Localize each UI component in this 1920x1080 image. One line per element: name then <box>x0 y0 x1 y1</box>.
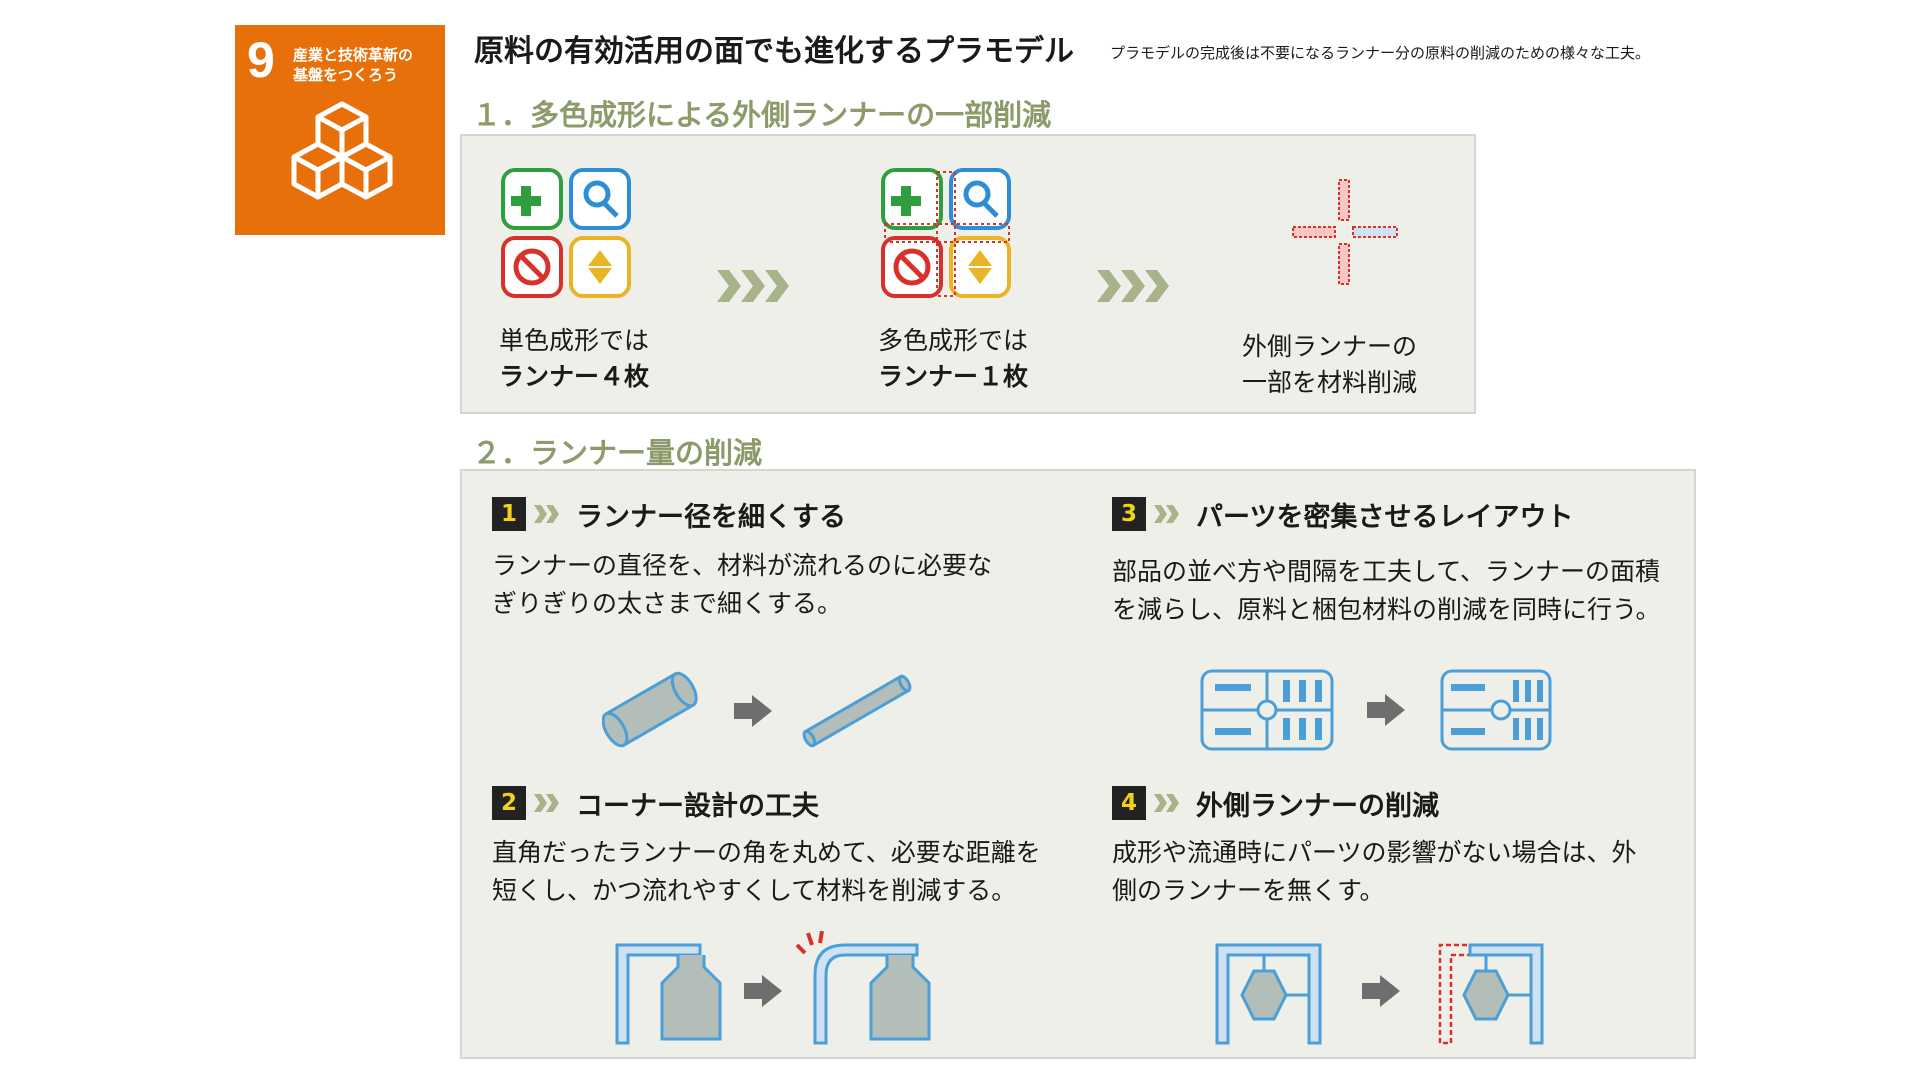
chevron-right-icon <box>534 505 559 523</box>
item2-header: 2 コーナー設計の工夫 <box>492 783 819 823</box>
item4-header: 4 外側ランナーの削減 <box>1112 783 1439 823</box>
thinner-runner-illustration <box>602 671 912 748</box>
item2-title: コーナー設計の工夫 <box>576 790 819 822</box>
section2-panel: 1 ランナー径を細くする ランナーの直径を、材料が流れるのに必要な ぎりぎりの太… <box>460 469 1696 1059</box>
rounded-corner-illustration <box>615 931 931 1045</box>
item2-desc: 直角だったランナーの角を丸めて、必要な距離を 短くし、かつ流れやすくして材料を削… <box>492 838 1041 905</box>
step2-caption: 多色成形では ランナー１枚 <box>878 323 1028 395</box>
dense-layout-illustration <box>1200 669 1552 751</box>
page-subtitle: プラモデルの完成後は不要になるランナー分の原料の削減のための様々な工夫。 <box>1110 44 1651 62</box>
section1-panel: 単色成形では ランナー４枚 多色成形では ランナー１枚 外側ランナーの 一部を材… <box>460 134 1476 414</box>
sdg-goal-9-badge: 9 産業と技術革新の 基盤をつくろう <box>235 25 445 235</box>
arrow-chevrons-icon <box>1097 270 1169 302</box>
step2-line1: 多色成形では <box>878 326 1029 355</box>
item2-number: 2 <box>492 786 526 820</box>
item4-title: 外側ランナーの削減 <box>1196 790 1439 822</box>
item4-desc: 成形や流通時にパーツの影響がない場合は、外 側のランナーを無くす。 <box>1112 838 1637 905</box>
chevron-right-icon <box>1154 505 1179 523</box>
item3-number: 3 <box>1112 497 1146 531</box>
item3-desc: 部品の並べ方や間隔を工夫して、ランナーの面積 を減らし、原料と梱包材料の削減を同… <box>1112 557 1661 624</box>
sdg-label: 産業と技術革新の 基盤をつくろう <box>293 46 414 84</box>
section1-heading: １．多色成形による外側ランナーの一部削減 <box>472 98 1052 132</box>
cubes-icon <box>291 101 393 200</box>
remove-outer-runner-illustration <box>1215 943 1544 1045</box>
item4-number: 4 <box>1112 786 1146 820</box>
item1-number: 1 <box>492 497 526 531</box>
step1-caption: 単色成形では ランナー４枚 <box>499 323 649 395</box>
step3-line2: 一部を材料削減 <box>1242 368 1418 397</box>
arrow-chevrons-icon <box>717 270 789 302</box>
item3-title: パーツを密集させるレイアウト <box>1196 501 1574 533</box>
item1-desc: ランナーの直径を、材料が流れるのに必要な ぎりぎりの太さまで細くする。 <box>492 551 993 618</box>
chevron-right-icon <box>1154 794 1179 812</box>
step1-line2: ランナー４枚 <box>499 362 650 391</box>
item3-header: 3 パーツを密集させるレイアウト <box>1112 494 1573 534</box>
item1-title: ランナー径を細くする <box>576 501 846 533</box>
sdg-number: 9 <box>247 32 275 88</box>
step2-line2: ランナー１枚 <box>878 362 1029 391</box>
item1-header: 1 ランナー径を細くする <box>492 494 846 534</box>
chevron-right-icon <box>534 794 559 812</box>
step3-caption: 外側ランナーの 一部を材料削減 <box>1242 329 1417 401</box>
step1-line1: 単色成形では <box>499 326 650 355</box>
step3-line1: 外側ランナーの <box>1242 332 1418 361</box>
removed-runner-cross-icon <box>1292 179 1398 285</box>
single-color-runners-icon <box>501 168 631 298</box>
multi-color-runner-icon <box>881 168 1011 298</box>
section2-heading: ２．ランナー量の削減 <box>472 436 763 470</box>
page-title: 原料の有効活用の面でも進化するプラモデル <box>474 34 1074 69</box>
